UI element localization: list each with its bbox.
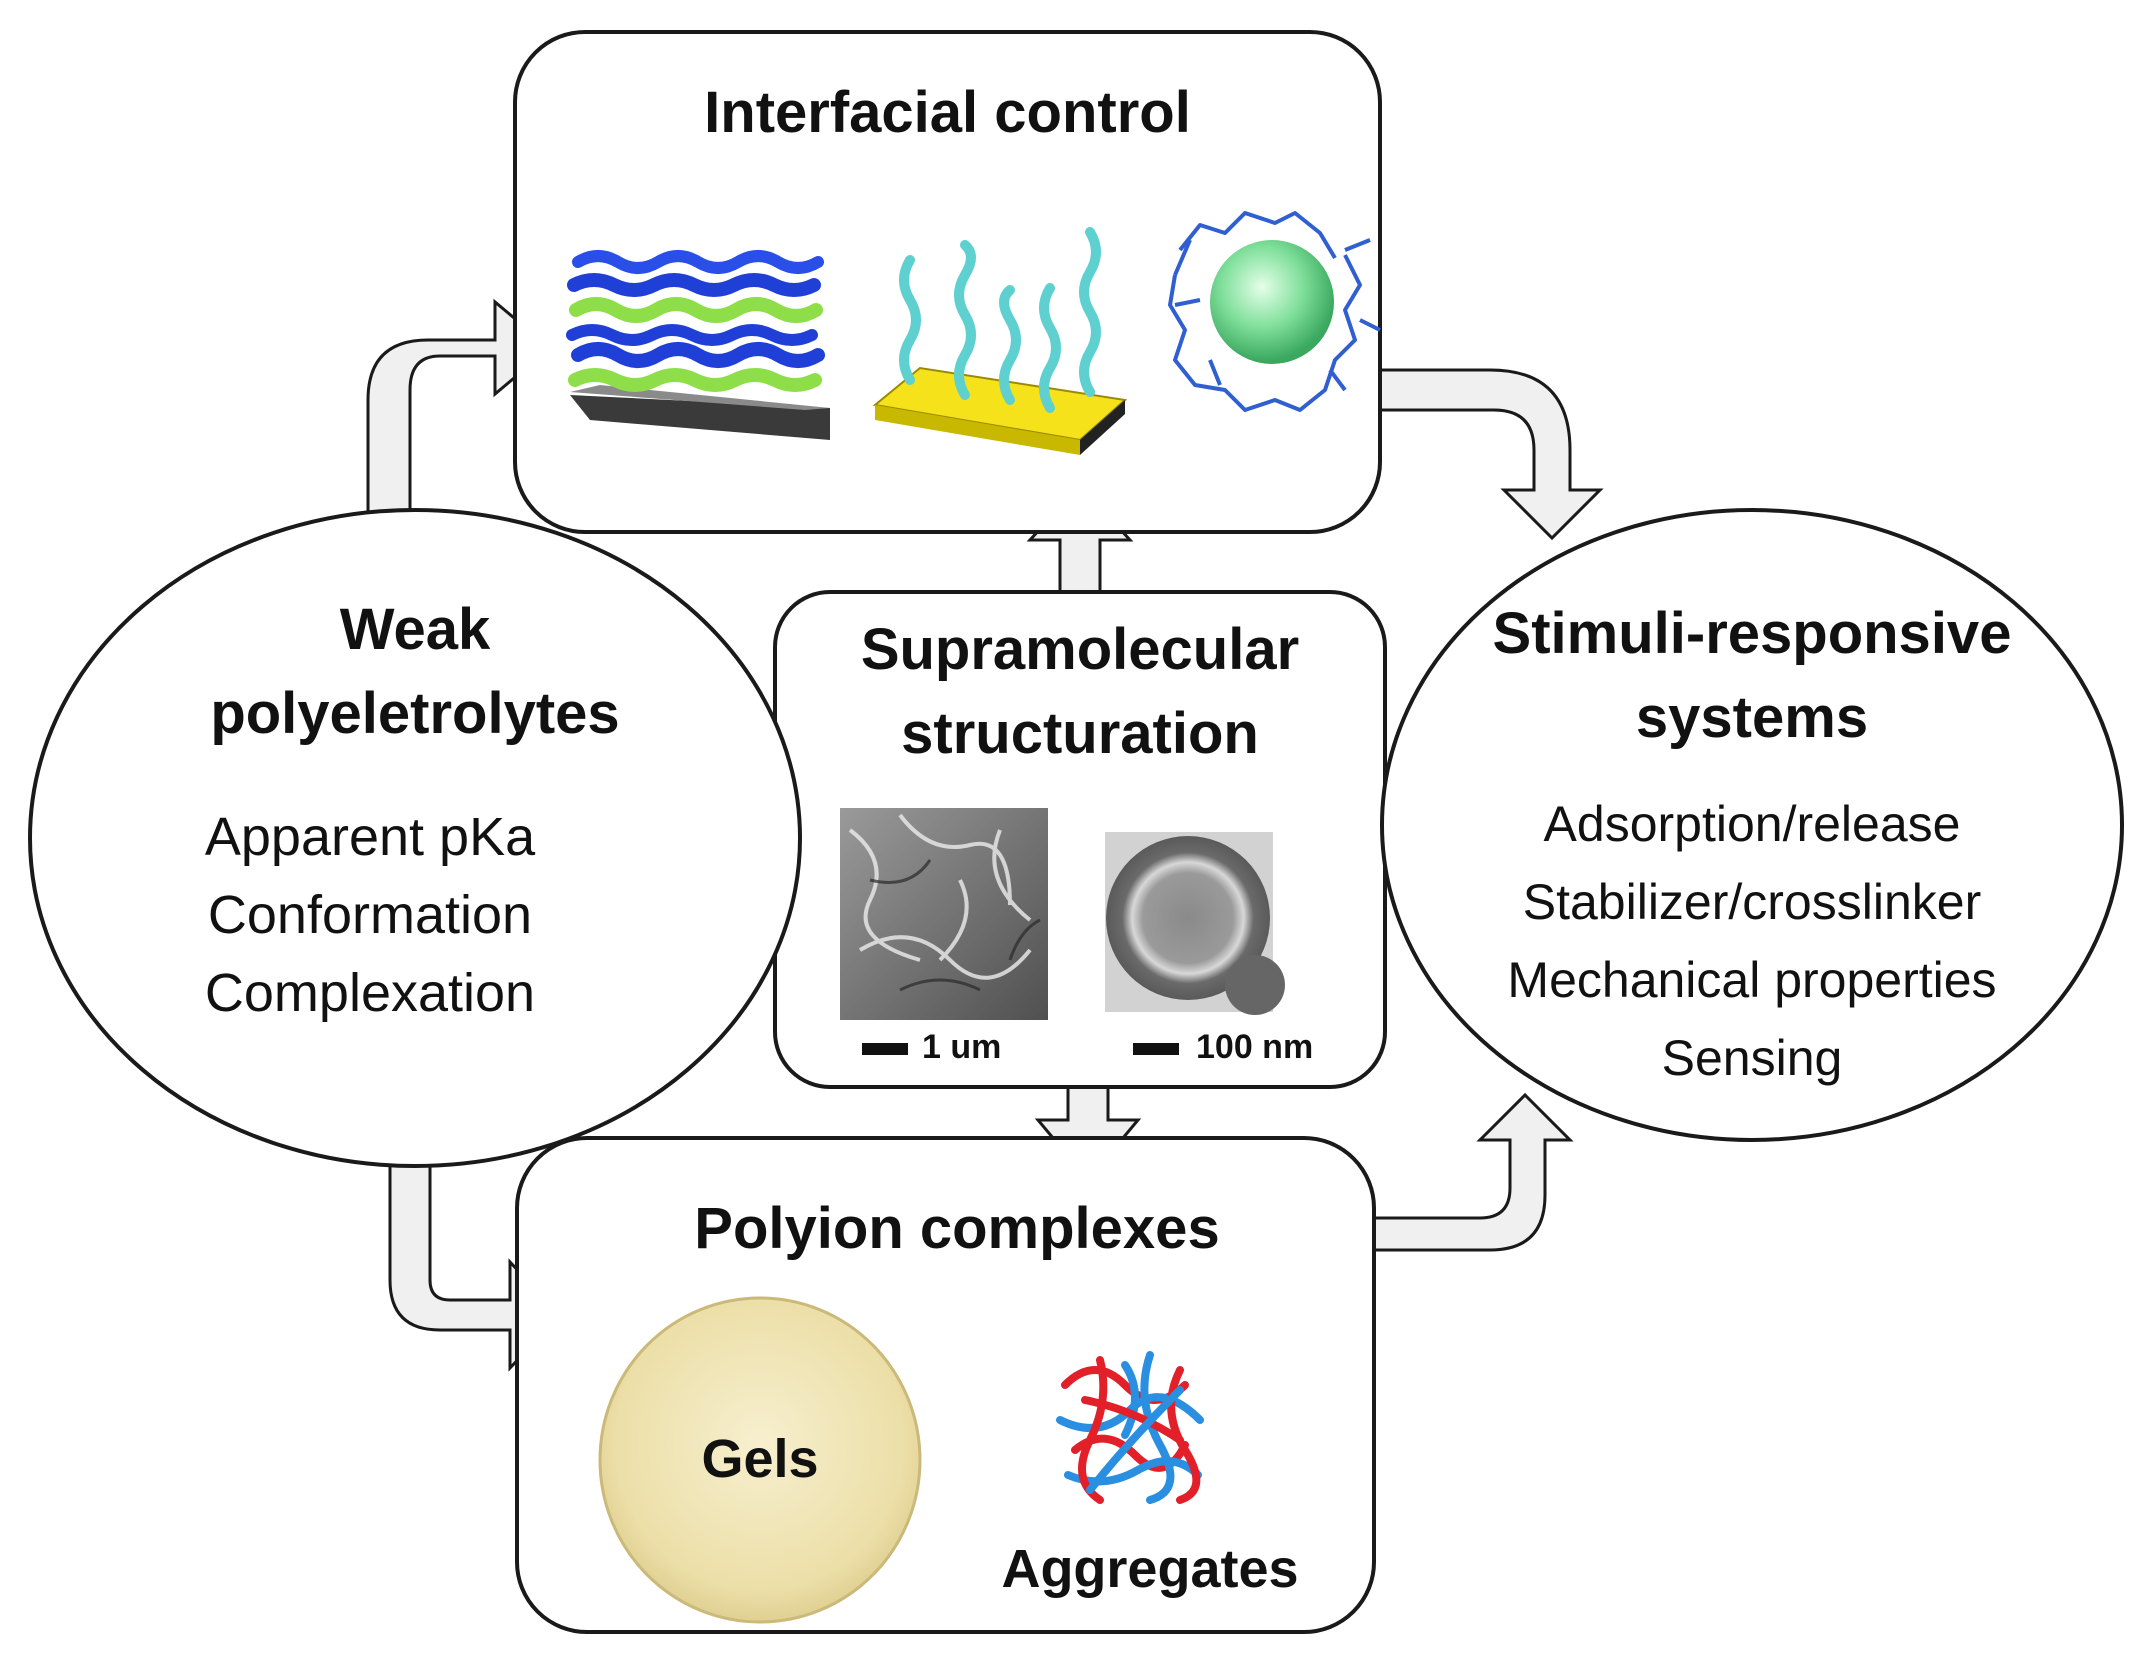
gels-label: Gels xyxy=(701,1429,819,1489)
arrow-weak-to-interfacial xyxy=(366,298,553,538)
weak-title-line2: polyeletrolytes xyxy=(210,681,620,746)
layer-by-layer-film-illustration xyxy=(566,250,830,440)
weak-properties-list: Apparent pKa Conformation Complexation xyxy=(120,798,620,1032)
arrow-interfacial-to-stimuli xyxy=(1353,368,1604,541)
polymer-brush-illustration xyxy=(872,227,1128,455)
scale-label-1um: 1 um xyxy=(922,1028,1002,1066)
stimuli-item-mechanical: Mechanical properties xyxy=(1507,952,1997,1008)
coated-particle-illustration xyxy=(1168,211,1381,412)
stimuli-item-sensing: Sensing xyxy=(1661,1030,1843,1086)
scale-bar-100nm xyxy=(1133,1043,1179,1055)
weak-polyelectrolytes-ellipse xyxy=(28,508,802,1168)
scale-bar-1um xyxy=(862,1043,908,1055)
aggregate-illustration xyxy=(1056,1351,1204,1504)
supra-title-line1: Supramolecular xyxy=(860,617,1300,682)
interfacial-control-title: Interfacial control xyxy=(704,80,1191,145)
weak-polyelectrolytes-title: Weak polyeletrolytes xyxy=(120,588,710,756)
stimuli-responsive-title: Stimuli-responsive systems xyxy=(1452,592,2052,760)
supramolecular-title: Supramolecular structuration xyxy=(775,608,1385,776)
stimuli-responsive-ellipse xyxy=(1380,508,2124,1142)
supra-title-line2: structuration xyxy=(901,701,1259,766)
particle-sphere xyxy=(1210,240,1334,364)
arrow-polyion-to-stimuli xyxy=(1358,1092,1574,1252)
sem-micrograph xyxy=(840,808,1048,1020)
stimuli-title-line2: systems xyxy=(1635,685,1869,750)
weak-item-complexation: Complexation xyxy=(204,963,536,1023)
weak-item-conformation: Conformation xyxy=(207,885,533,945)
stimuli-applications-list: Adsorption/release Stabilizer/crosslinke… xyxy=(1452,785,2052,1097)
gel-disc xyxy=(598,1296,922,1624)
stimuli-item-stabilizer: Stabilizer/crosslinker xyxy=(1522,874,1982,930)
tem-micrograph xyxy=(1105,832,1285,1015)
scale-label-100nm: 100 nm xyxy=(1196,1028,1314,1066)
stimuli-title-line1: Stimuli-responsive xyxy=(1492,601,2012,666)
weak-title-line1: Weak xyxy=(339,597,491,662)
polyion-complexes-title: Polyion complexes xyxy=(694,1196,1220,1261)
stimuli-item-adsorption: Adsorption/release xyxy=(1543,796,1961,852)
aggregates-label: Aggregates xyxy=(1001,1539,1299,1599)
weak-item-apparent-pka: Apparent pKa xyxy=(204,807,536,867)
